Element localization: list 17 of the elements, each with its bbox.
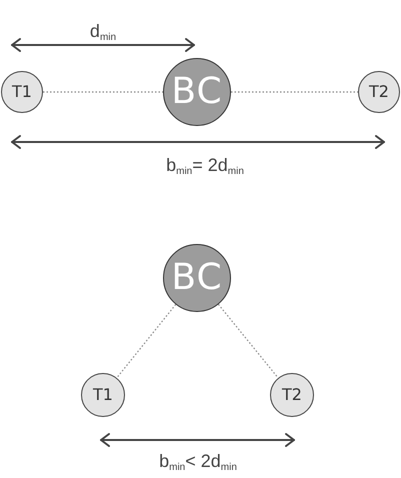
- circle-node: [270, 373, 314, 417]
- node-label: T1: [12, 84, 32, 100]
- node-label: BC: [171, 74, 223, 110]
- circle-node: [81, 373, 125, 417]
- node-label: T2: [369, 84, 389, 100]
- circle-node: [1, 71, 43, 113]
- dotted-connector: [43, 91, 163, 93]
- node-label: BC: [171, 260, 223, 296]
- node-label: T1: [93, 387, 113, 403]
- dimension-label: b$_{min}$= 2d$_{min}$: [166, 156, 244, 176]
- dimension-label: d$_{min}$: [90, 22, 116, 42]
- node-label: T2: [282, 387, 302, 403]
- circle-node: [358, 71, 400, 113]
- dimension-label: b$_{min}$< 2d$_{min}$: [159, 452, 237, 472]
- dotted-connector: [218, 304, 279, 378]
- dotted-connector: [116, 304, 176, 378]
- dotted-connector: [231, 91, 358, 93]
